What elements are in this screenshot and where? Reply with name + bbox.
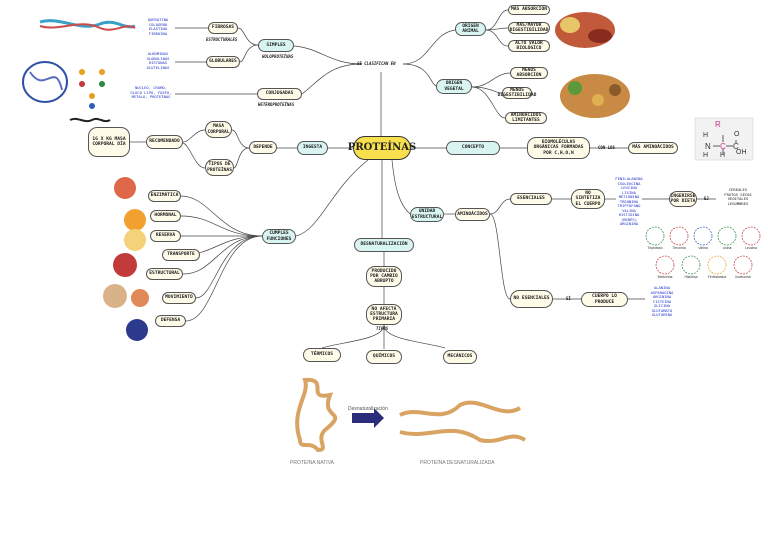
funcion-estructural[interactable]: ESTRUCTURAL	[146, 268, 183, 280]
r-group-label: R	[715, 120, 721, 129]
funcion-defensa[interactable]: DEFENSA	[155, 315, 186, 327]
origen-vegetal-node[interactable]: ORIGEN VEGETAL	[436, 79, 472, 94]
vegetal-item-1[interactable]: MENOS ABSORCIÓN	[510, 67, 548, 79]
conjugated-protein-image	[79, 69, 105, 109]
globular-protein-image	[22, 61, 68, 103]
center-node[interactable]: PROTEÍNAS	[348, 136, 416, 160]
produce-node[interactable]: PRODUCIDO POR CAMBIO ABRUPTO	[366, 266, 402, 287]
conjugadas-examples: NUCLEO, CROMO,GLUCO LIPO, FOSFO, METALO,…	[130, 85, 172, 100]
dosis-node[interactable]: 1G X KG MASA CORPORAL DÍA	[88, 127, 130, 157]
holoproteinas-label: HOLOPROTEÍNAS	[262, 54, 294, 59]
nativa-caption: PROTEÍNA NATIVA	[290, 460, 334, 466]
funcion-hormonal[interactable]: HORMONAL	[150, 210, 181, 222]
ej-label: EJ	[704, 196, 709, 201]
arrow-right-icon	[352, 408, 384, 428]
vegetal-item-3[interactable]: AMINOÁCIDOS LIMITANTES	[505, 112, 547, 124]
recomendado-node[interactable]: RECOMENDADO	[146, 135, 183, 149]
native-protein-image	[295, 377, 338, 453]
tipos-proteinas-node[interactable]: TIPOS DE PROTEÍNAS	[205, 159, 234, 176]
meat-food-image	[555, 12, 615, 48]
funciones-node[interactable]: CUMPLES FUNCIONES	[262, 229, 296, 244]
globulares-node[interactable]: GLOBULARES	[206, 56, 240, 68]
fibrosas-node[interactable]: FIBROSAS	[208, 22, 238, 34]
ingesta-node[interactable]: INGESTA	[297, 141, 328, 155]
animal-item-2[interactable]: MÁS/MAYOR DIGESTIBILIDAD	[508, 22, 550, 34]
si-label: SÍ	[566, 296, 571, 301]
cuerpo-produce-node[interactable]: CUERPO LO PRODUCE	[581, 292, 628, 307]
conjugadas-node[interactable]: CONJUGADAS	[257, 88, 302, 100]
no-afecta-node[interactable]: NO AFECTA ESTRUCTURA PRIMARIA	[366, 304, 402, 325]
unidad-estructural-node[interactable]: UNIDAD ESTRUCTURAL	[410, 207, 444, 222]
masa-corporal-node[interactable]: MASA CORPORAL	[205, 121, 232, 138]
mecanicos-node[interactable]: MECÁNICOS	[443, 350, 477, 364]
funcion-reserva[interactable]: RESERVA	[150, 230, 181, 242]
funcion-movimiento[interactable]: MOVIMIENTO	[162, 292, 196, 304]
heteroproteinas-label: HETEROPROTEÍNAS	[258, 102, 295, 107]
simples-node[interactable]: SIMPLES	[258, 39, 294, 52]
concepto-node[interactable]: CONCEPTO	[446, 141, 500, 155]
aminoacidos-node[interactable]: MÁS AMINOÁCIDOS	[628, 142, 678, 154]
aminoacidos-unidad-node[interactable]: AMINOÁCIDOS	[455, 208, 490, 221]
origen-animal-node[interactable]: ORIGEN ANIMAL	[455, 22, 486, 36]
tipos-label: TIPOS	[376, 326, 389, 331]
funcion-transporte[interactable]: TRANSPORTE	[162, 249, 200, 261]
no-esenciales-node[interactable]: NO ESENCIALES	[510, 290, 553, 308]
no-sintetiza-node[interactable]: NO SINTETIZA EL CUERPO	[571, 189, 605, 209]
amino-acid-structures	[645, 226, 761, 275]
quimicos-node[interactable]: QUÍMICOS	[366, 350, 402, 364]
estructurales-label: ESTRUCTURALES	[206, 37, 238, 42]
ingerir-dieta-node[interactable]: INGERIRSE POR DIETA	[669, 191, 697, 207]
denatured-protein-image	[399, 400, 527, 444]
depende-node[interactable]: DEPENDE	[249, 141, 277, 154]
desnaturalizacion-node[interactable]: DESNATURALIZACIÓN	[354, 238, 414, 252]
denaturation-arrow-label: Desnaturalización	[348, 406, 388, 412]
animal-item-1[interactable]: MÁS ABSORCIÓN	[508, 5, 550, 15]
funcion-enzimatica[interactable]: ENZIMÁTICA	[148, 190, 181, 202]
desnaturalizada-caption: PROTEÍNA DESNATURALIZADA	[420, 460, 495, 466]
con-los-label: CON LOS	[598, 145, 615, 150]
animal-item-3[interactable]: ALTO VALOR BIOLÓGICO	[508, 40, 550, 52]
esenciales-node[interactable]: ESENCIALES	[510, 193, 552, 205]
termicos-node[interactable]: TÉRMICOS	[303, 348, 341, 362]
classify-label: SE CLASIFICAN EN	[357, 61, 396, 66]
vegetable-food-image	[560, 74, 630, 118]
vegetal-item-2[interactable]: MENOS DIGESTIBILIDAD	[497, 87, 537, 99]
function-images	[103, 177, 149, 341]
definicion-node[interactable]: BIOMOLÉCULAS ORGÁNICAS FORMADAS POR C,H,…	[527, 137, 590, 159]
